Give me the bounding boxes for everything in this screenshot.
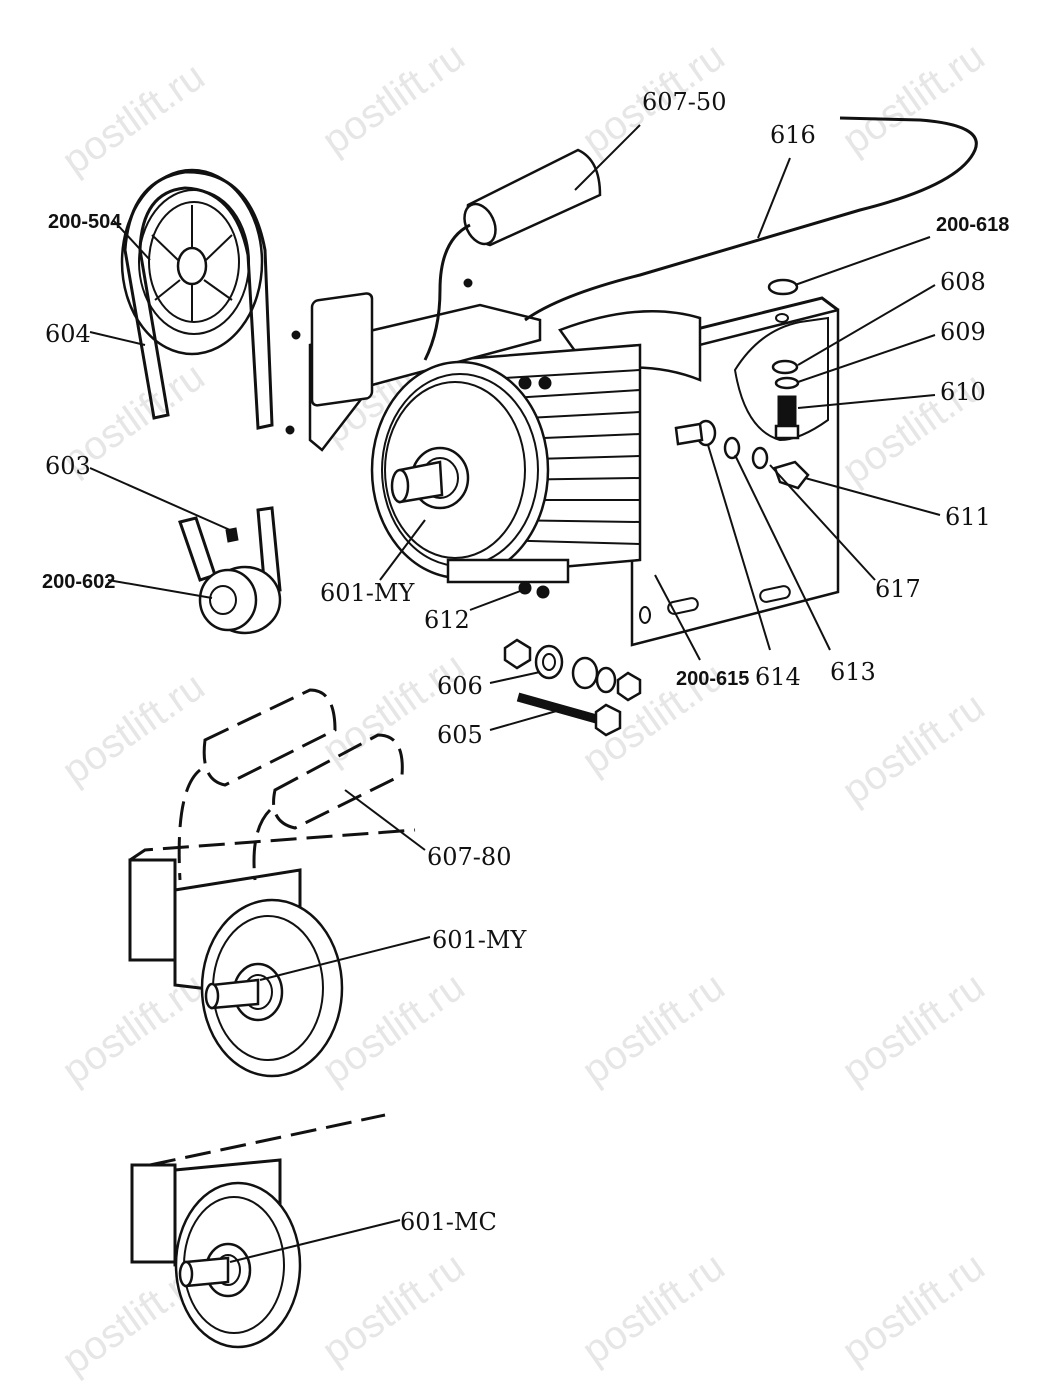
watermark-text: postlift.ru bbox=[54, 964, 212, 1093]
label-612: 612 bbox=[424, 606, 470, 634]
watermark-text: postlift.ru bbox=[54, 664, 212, 793]
label-614: 614 bbox=[755, 663, 801, 691]
label-200-504: 200-504 bbox=[48, 211, 122, 233]
watermark-text: postlift.ru bbox=[314, 644, 472, 773]
watermark-text: postlift.ru bbox=[574, 1244, 732, 1373]
capacitor-607-50 bbox=[423, 148, 602, 361]
watermark-text: postlift.ru bbox=[834, 684, 992, 813]
label-200-618: 200-618 bbox=[936, 214, 1009, 236]
motor-601-mc bbox=[130, 1113, 386, 1349]
motor-601-my-variant bbox=[128, 688, 416, 1078]
label-607-80: 607-80 bbox=[427, 843, 511, 871]
pulley-200-504 bbox=[120, 168, 264, 356]
label-609: 609 bbox=[940, 318, 986, 346]
label-616: 616 bbox=[770, 121, 816, 149]
label-601-mc: 601-MC bbox=[400, 1208, 497, 1236]
watermark-text: postlift.ru bbox=[314, 34, 472, 163]
watermark-text: postlift.ru bbox=[314, 1244, 472, 1373]
label-200-602: 200-602 bbox=[42, 571, 115, 593]
belt-604 bbox=[123, 170, 274, 430]
watermark-text: postlift.ru bbox=[834, 1244, 992, 1373]
watermark-text: postlift.ru bbox=[834, 34, 992, 163]
label-617: 617 bbox=[875, 575, 921, 603]
label-607-50: 607-50 bbox=[642, 88, 726, 116]
label-601-my-top: 601-MY bbox=[320, 579, 415, 607]
label-608: 608 bbox=[940, 268, 986, 296]
cable-616 bbox=[524, 116, 978, 322]
watermark-text: postlift.ru bbox=[574, 964, 732, 1093]
label-603: 603 bbox=[45, 452, 91, 480]
label-610: 610 bbox=[940, 378, 986, 406]
leader-lines bbox=[89, 124, 941, 1263]
watermark-text: postlift.ru bbox=[54, 54, 212, 183]
label-605: 605 bbox=[437, 721, 483, 749]
watermark-text: postlift.ru bbox=[834, 964, 992, 1093]
label-611: 611 bbox=[945, 503, 991, 531]
pulley-200-602 bbox=[178, 506, 282, 635]
label-601-my-mid: 601-MY bbox=[432, 926, 527, 954]
label-613: 613 bbox=[830, 658, 876, 686]
label-604: 604 bbox=[45, 320, 91, 348]
part-labels: 607-50 616 200-618 608 609 610 611 617 6… bbox=[42, 88, 1009, 1236]
motor-601-my bbox=[285, 278, 702, 599]
hardware-605-606 bbox=[503, 638, 642, 737]
label-606: 606 bbox=[437, 672, 483, 700]
hardware-right bbox=[674, 278, 810, 490]
label-200-615: 200-615 bbox=[676, 668, 749, 690]
